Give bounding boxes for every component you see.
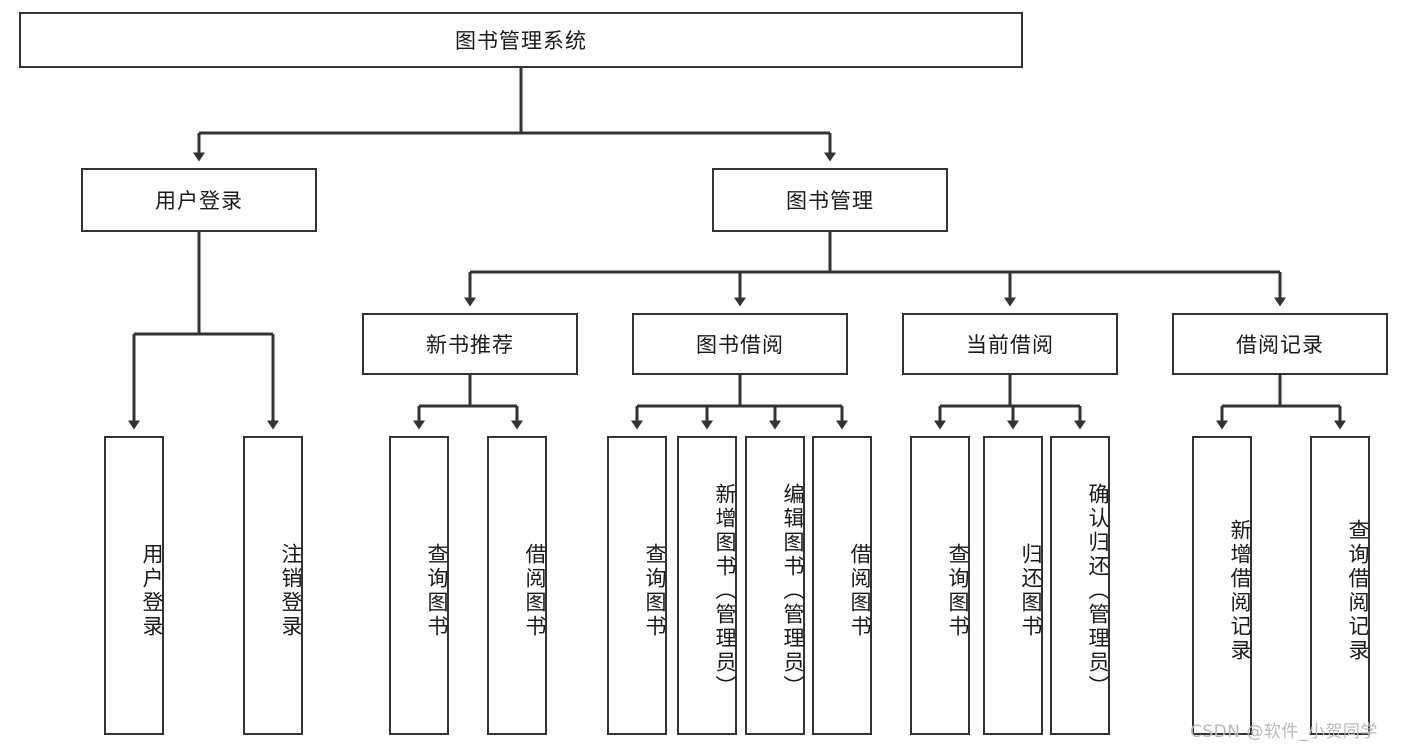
leaf-query-book-current[interactable]: 查询图书	[910, 436, 970, 735]
node-label: 借阅图书	[523, 542, 547, 639]
node-label: 用户登录	[140, 542, 164, 639]
connectors-borrow-to-leaves	[631, 375, 848, 430]
node-label: 新书推荐	[426, 333, 514, 357]
node-label: 查询借阅记录	[1346, 518, 1370, 663]
connectors-records-to-leaves	[1216, 375, 1346, 430]
node-label: 当前借阅	[966, 333, 1054, 357]
node-label: 归还图书	[1019, 542, 1043, 639]
node-current-borrow[interactable]: 当前借阅	[902, 313, 1118, 375]
node-book-borrow[interactable]: 图书借阅	[632, 313, 848, 375]
node-label: 借阅图书	[848, 542, 872, 639]
leaf-add-borrow-record[interactable]: 新增借阅记录	[1192, 436, 1252, 735]
connectors-current-to-leaves	[934, 375, 1086, 430]
node-label: 图书管理系统	[455, 29, 587, 53]
connectors-books-to-level3	[464, 232, 1286, 307]
leaf-logout[interactable]: 注销登录	[243, 436, 303, 735]
leaf-return-book[interactable]: 归还图书	[983, 436, 1043, 735]
connectors-newbook-to-leaves	[413, 375, 523, 430]
node-label: 查询图书	[425, 542, 449, 639]
leaf-confirm-return-admin[interactable]: 确认归还（管理员）	[1050, 436, 1110, 735]
node-user-login[interactable]: 用户登录	[81, 168, 317, 232]
node-label: 新增图书（管理员）	[713, 482, 737, 699]
node-new-book-recommend[interactable]: 新书推荐	[362, 313, 578, 375]
node-borrow-records[interactable]: 借阅记录	[1172, 313, 1388, 375]
leaf-add-book-admin[interactable]: 新增图书（管理员）	[677, 436, 737, 735]
node-label: 编辑图书（管理员）	[781, 482, 805, 699]
node-label: 查询图书	[946, 542, 970, 639]
node-label: 借阅记录	[1236, 333, 1324, 357]
node-label: 用户登录	[155, 189, 243, 213]
connectors-login-to-leaves	[128, 232, 279, 430]
node-book-management[interactable]: 图书管理	[712, 168, 948, 232]
leaf-query-book-newbook[interactable]: 查询图书	[389, 436, 449, 735]
leaf-borrow-book-newbook[interactable]: 借阅图书	[487, 436, 547, 735]
leaf-borrow-book[interactable]: 借阅图书	[812, 436, 872, 735]
node-root-system[interactable]: 图书管理系统	[19, 12, 1023, 68]
node-label: 图书管理	[786, 189, 874, 213]
node-label: 确认归还（管理员）	[1086, 482, 1110, 699]
connectors-root-to-level2	[193, 68, 836, 162]
node-label: 注销登录	[279, 542, 303, 639]
node-label: 图书借阅	[696, 333, 784, 357]
leaf-edit-book-admin[interactable]: 编辑图书（管理员）	[745, 436, 805, 735]
leaf-query-book-borrow[interactable]: 查询图书	[607, 436, 667, 735]
csdn-watermark: CSDN @软件_小贺同学	[1190, 722, 1378, 742]
leaf-query-borrow-record[interactable]: 查询借阅记录	[1310, 436, 1370, 735]
leaf-user-login[interactable]: 用户登录	[104, 436, 164, 735]
node-label: 查询图书	[643, 542, 667, 639]
node-label: 新增借阅记录	[1228, 518, 1252, 663]
